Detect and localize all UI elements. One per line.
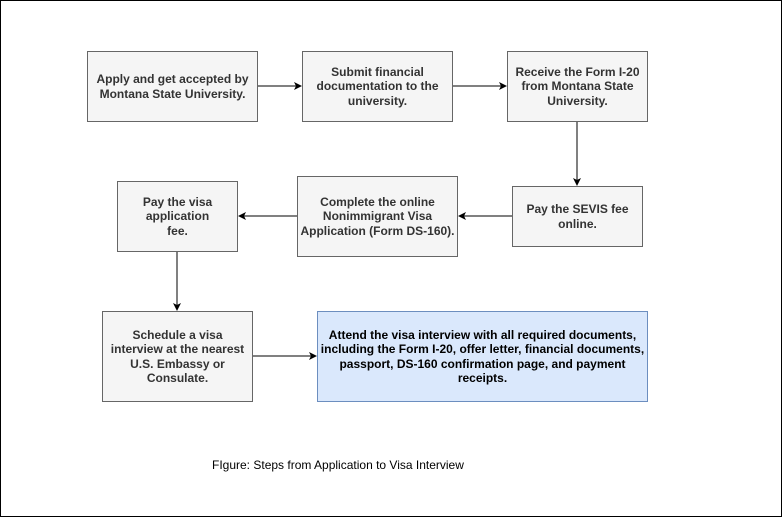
step-submit-financial: Submit financial documentation to the un…: [302, 51, 453, 122]
step-receive-i20: Receive the Form I-20 from Montana State…: [507, 51, 648, 122]
step-attend-interview: Attend the visa interview with all requi…: [317, 311, 648, 402]
step-complete-ds160: Complete the online Nonimmigrant Visa Ap…: [297, 176, 458, 257]
step-pay-sevis: Pay the SEVIS fee online.: [512, 186, 643, 247]
step-schedule-interview: Schedule a visa interview at the nearest…: [102, 311, 253, 402]
step-apply: Apply and get accepted by Montana State …: [87, 51, 258, 122]
step-pay-visa-fee: Pay the visa application fee.: [117, 181, 238, 252]
figure-caption: FIgure: Steps from Application to Visa I…: [212, 458, 464, 472]
